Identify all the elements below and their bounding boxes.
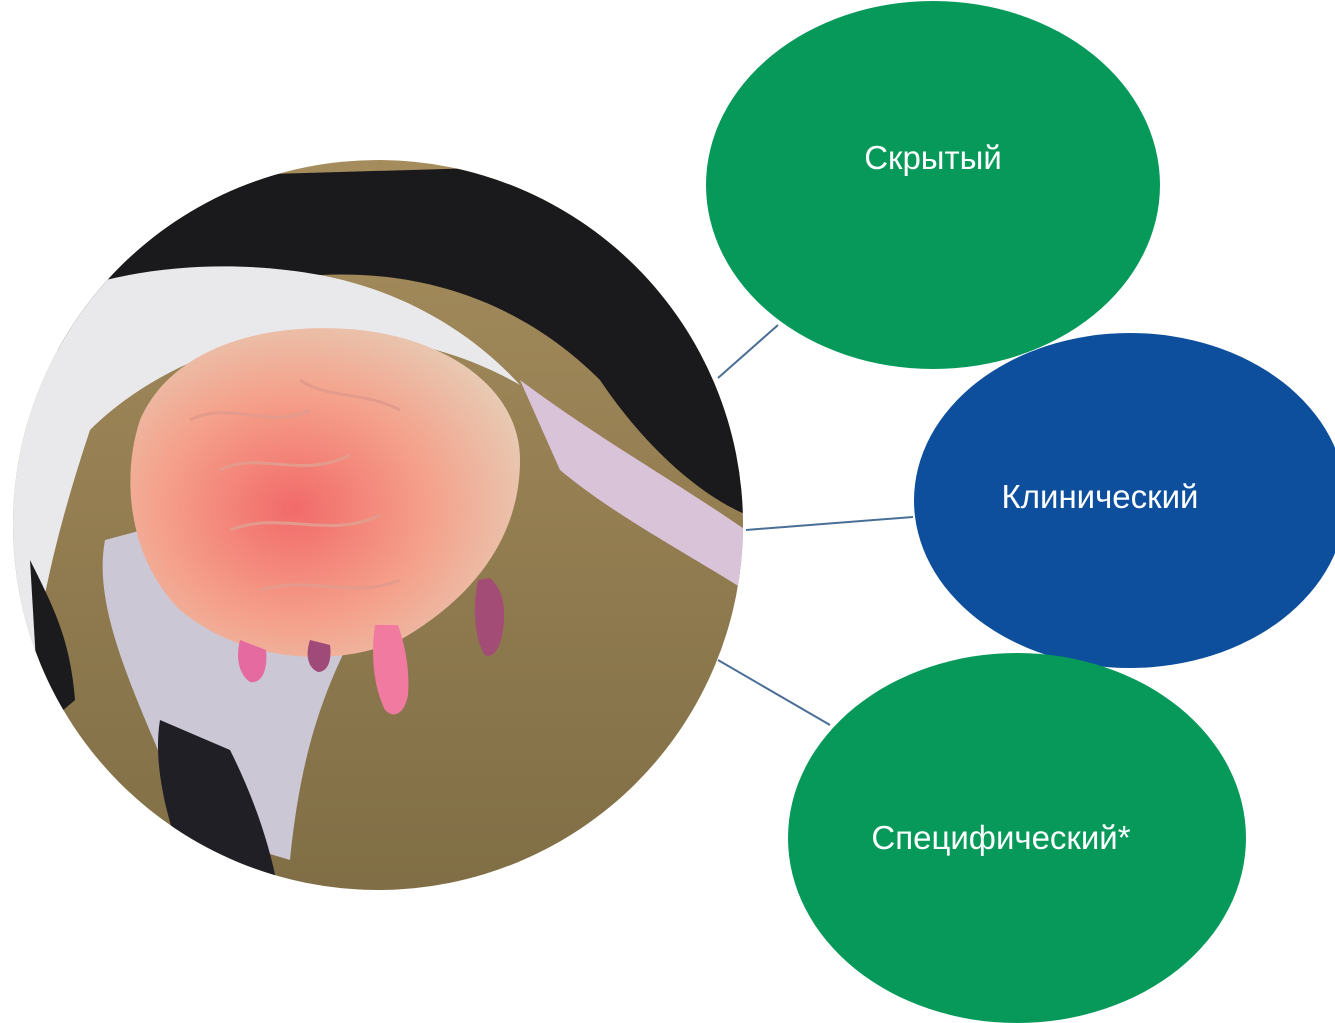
udder-photo <box>0 150 760 910</box>
node-hidden-mastitis: Скрытый <box>706 1 1160 369</box>
node-label-specific: Специфический* <box>871 819 1130 857</box>
node-specific-mastitis: Специфический* <box>788 653 1246 1023</box>
node-clinical-mastitis: Клинический <box>914 333 1335 668</box>
node-label-clinical: Клинический <box>1002 478 1199 516</box>
connector-line-specific <box>718 660 830 725</box>
connector-line-hidden <box>718 325 778 378</box>
connector-line-clinical <box>746 517 913 530</box>
node-label-hidden: Скрытый <box>864 139 1002 177</box>
